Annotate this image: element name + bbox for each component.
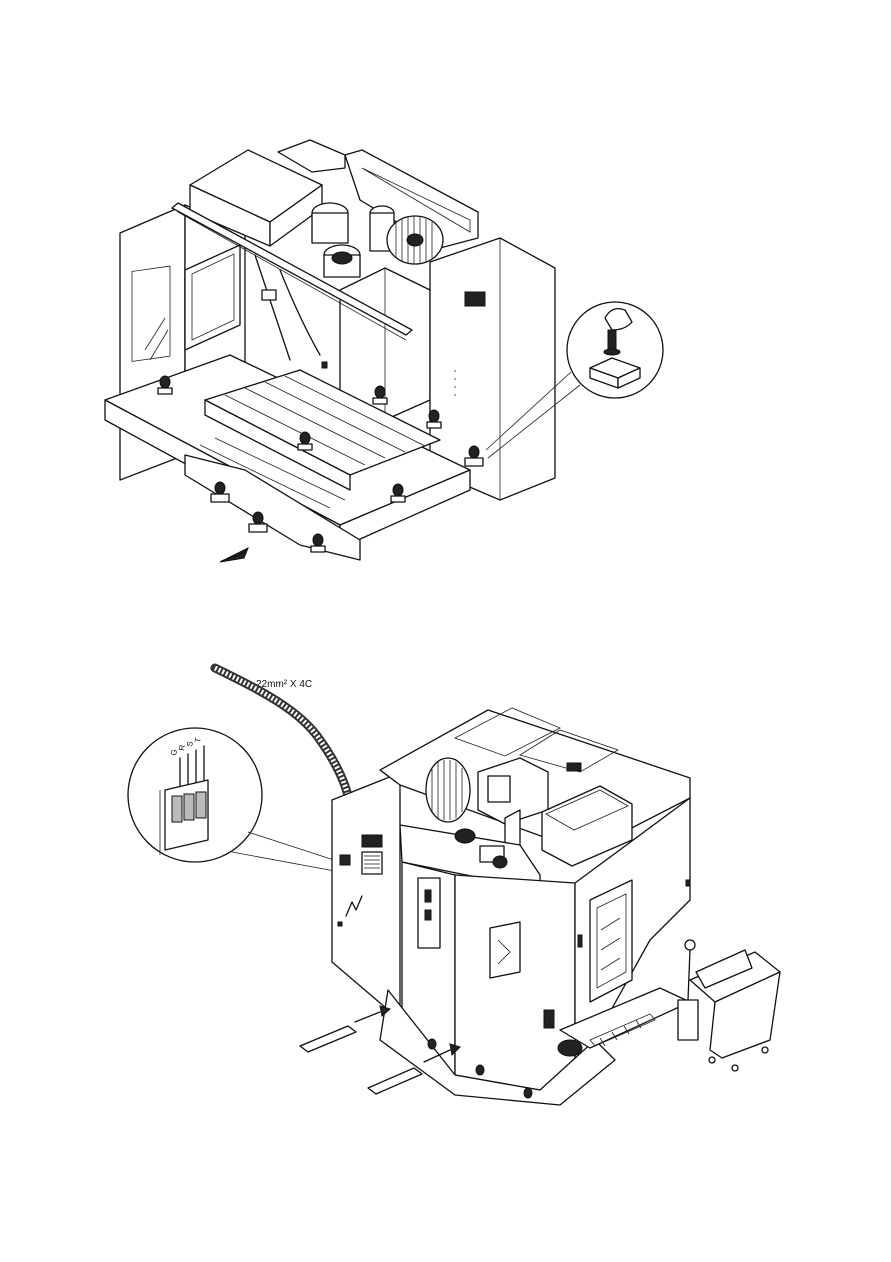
terminal-label-s: S — [185, 741, 195, 748]
terminal-label-r: R — [177, 744, 187, 751]
terminal-block-icon: G R S T — [127, 727, 341, 873]
machine-body-icon — [331, 707, 781, 1106]
terminal-label-t: T — [193, 737, 203, 743]
leveling-figure — [0, 0, 891, 600]
machine-body-icon — [104, 139, 556, 561]
arrow-icon — [299, 1005, 461, 1095]
high-voltage-icon — [345, 895, 363, 917]
leveling-pad-icon — [485, 301, 664, 459]
power-connection-drawing: 22mm² X 4C G R S T — [127, 663, 781, 1106]
terminal-label-g: G — [169, 749, 179, 757]
fan-drum — [386, 215, 444, 265]
power-connection-figure: 22mm² X 4C G R S T — [0, 600, 891, 1262]
leveling-bolt-icon — [157, 375, 484, 553]
cable-label: 22mm² X 4C — [256, 679, 312, 690]
arrow-icon — [219, 546, 249, 563]
machine-leveling-drawing — [104, 139, 664, 563]
